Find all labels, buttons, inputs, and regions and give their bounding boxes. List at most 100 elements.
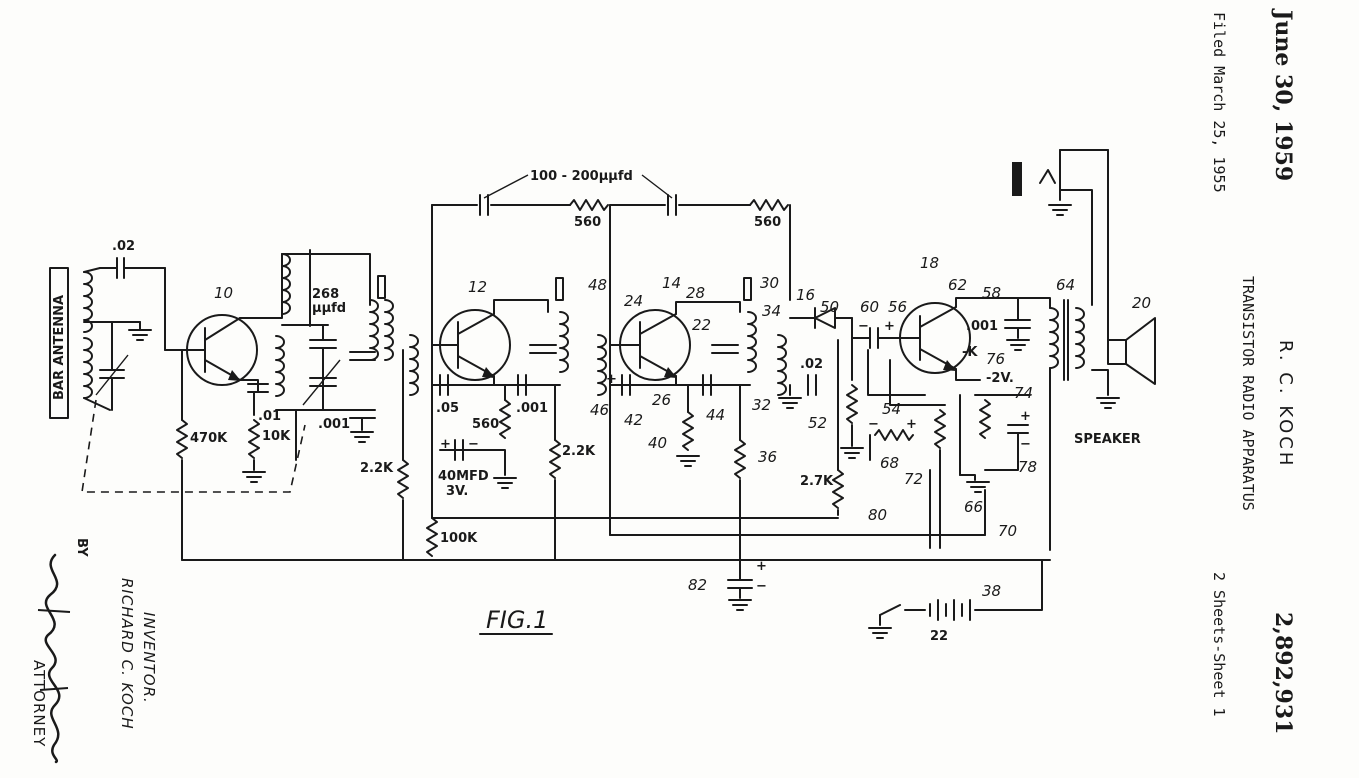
- r27k-label: 2.7K: [800, 474, 834, 489]
- oscillator-coil: [281, 253, 291, 315]
- cap-001b-label: .001: [516, 401, 548, 416]
- filing-date: Filed March 25, 1955: [1210, 12, 1228, 193]
- plus-sign-46: +: [606, 372, 617, 387]
- ref-78: 78: [1018, 458, 1037, 476]
- ref-16: 16: [796, 286, 815, 304]
- ref-46: 46: [590, 401, 609, 419]
- plus-sign-78: +: [1020, 409, 1031, 424]
- antenna-tuning-capacitor: [95, 321, 129, 411]
- bypass-capacitor-82: + −: [727, 559, 767, 611]
- minus-sign-82: −: [756, 579, 767, 594]
- cap-02-label: .02: [112, 239, 135, 254]
- ref-48: 48: [588, 276, 607, 294]
- ref-30: 30: [760, 274, 779, 292]
- output-transformer-64-primary: [1049, 307, 1059, 369]
- ref-14: 14: [662, 274, 681, 292]
- bar-antenna-label: BAR ANTENNA: [52, 295, 67, 400]
- bias-resistor-74: [979, 399, 991, 439]
- k-label: -K: [962, 345, 978, 360]
- ref-42: 42: [624, 411, 643, 429]
- ref-12: 12: [468, 278, 487, 296]
- plus-sign-68: +: [906, 417, 917, 432]
- r560-top-b-label: 560: [754, 215, 781, 230]
- r560-top-a-label: 560: [574, 215, 601, 230]
- ref-50: 50: [820, 298, 839, 316]
- ref-58: 58: [982, 284, 1001, 302]
- ref-70: 70: [998, 522, 1017, 540]
- r100k-label: 100K: [440, 531, 478, 546]
- minus-sign-78: −: [1020, 437, 1031, 452]
- r470k-label: 470K: [190, 431, 228, 446]
- ref-76: 76: [986, 350, 1005, 368]
- bar-antenna: BAR ANTENNA: [49, 267, 141, 419]
- plus-sign-60: +: [884, 319, 895, 334]
- tuning-slug-1: [377, 275, 386, 299]
- ref-72: 72: [904, 470, 923, 488]
- ref-28: 28: [686, 284, 705, 302]
- transistor-14: [609, 309, 691, 381]
- ref-34: 34: [762, 302, 781, 320]
- cap-268-unit: µµfd: [312, 301, 346, 316]
- figure-label: FIG.1: [486, 606, 548, 634]
- inventor-role: INVENTOR.: [140, 612, 158, 704]
- ref-18: 18: [920, 254, 939, 272]
- ref-44: 44: [706, 406, 725, 424]
- if-transformer-2: [559, 311, 569, 373]
- ref-56: 56: [888, 298, 907, 316]
- coupling-capacitor-02: .02: [99, 239, 166, 351]
- ref-62: 62: [948, 276, 967, 294]
- by-label: BY: [74, 538, 89, 557]
- variable-capacitor-osc: [302, 359, 341, 406]
- output-transformer-64-secondary: [1075, 307, 1085, 369]
- volume-pot-52: [846, 384, 858, 424]
- speaker-label: SPEAKER: [1074, 432, 1141, 447]
- voltage-2v-label: -2V.: [986, 371, 1014, 386]
- inventor-name: RICHARD C. KOCH: [118, 578, 136, 730]
- ref-24: 24: [624, 292, 643, 310]
- transistor-10: [164, 314, 258, 386]
- transistor-12: [431, 309, 511, 381]
- cap-02b-label: .02: [800, 357, 823, 372]
- r560-label: 560: [472, 417, 499, 432]
- patent-number: 2,892,931: [1270, 612, 1296, 735]
- plus-sign-40mfd: +: [440, 437, 451, 452]
- ref-38: 38: [982, 582, 1001, 600]
- ganged-tuning-link: [81, 399, 306, 493]
- ref-54: 54: [882, 400, 901, 418]
- r22k-a-label: 2.2K: [360, 461, 394, 476]
- ref-40: 40: [648, 434, 667, 452]
- ref-20: 20: [1132, 294, 1151, 312]
- ref-74: 74: [1014, 384, 1033, 402]
- ref-60: 60: [860, 298, 879, 316]
- sheet-count: 2 Sheets-Sheet 1: [1210, 572, 1228, 717]
- cap-05-label: .05: [436, 401, 459, 416]
- ref-22: 22: [692, 316, 711, 334]
- cap-01-label: .01: [258, 409, 281, 424]
- if-transformer-2-secondary: [597, 334, 607, 396]
- ref-36: 36: [758, 448, 777, 466]
- minus-sign-68: −: [868, 417, 879, 432]
- oscillator-tank-coil: [275, 335, 285, 397]
- if-transformer-1-secondary: [409, 334, 419, 396]
- patent-date: June 30, 1959: [1270, 10, 1296, 182]
- voltage-3v-label: 3V.: [446, 484, 468, 499]
- ref-66: 66: [964, 498, 983, 516]
- minus-sign-40mfd: −: [468, 437, 479, 452]
- ref-68: 68: [880, 454, 899, 472]
- ref-64: 64: [1056, 276, 1075, 294]
- plus-sign-82: +: [756, 559, 767, 574]
- ref-52: 52: [808, 414, 827, 432]
- ref-32: 32: [752, 396, 771, 414]
- battery-38: [868, 559, 1043, 639]
- voltage-22v-label: 22: [930, 629, 948, 644]
- ref-82: 82: [688, 576, 707, 594]
- cap-40mfd-label: 40MFD: [438, 469, 489, 484]
- attorney-signature: [37, 553, 71, 764]
- earphone-jack: [1012, 162, 1022, 196]
- ref-80: 80: [868, 506, 887, 524]
- r10k-label: 10K: [262, 429, 291, 444]
- cap-268-label: 268: [312, 287, 339, 302]
- r22k-b-label: 2.2K: [562, 444, 596, 459]
